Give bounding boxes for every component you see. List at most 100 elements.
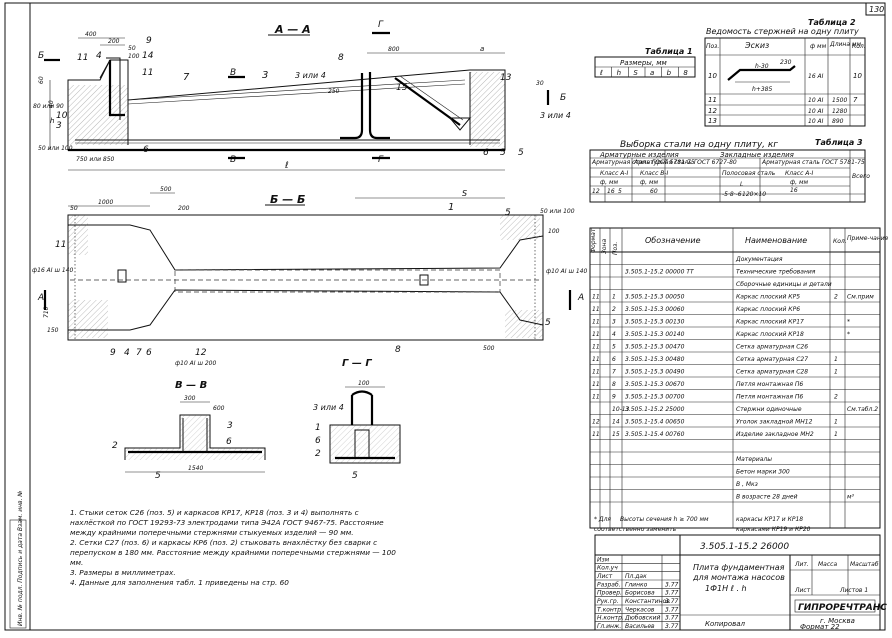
svg-text:Высоты сечения h ≥ 700 мм: Высоты сечения h ≥ 700 мм	[620, 516, 709, 523]
svg-text:*: *	[847, 319, 850, 326]
svg-text:5: 5	[612, 344, 616, 351]
svg-text:ф, мм: ф, мм	[640, 179, 658, 186]
svg-text:500: 500	[483, 345, 495, 352]
svg-text:Арматурная сталь ГОСТ 6727-80: Арматурная сталь ГОСТ 6727-80	[633, 159, 737, 166]
svg-text:Константинов: Константинов	[625, 598, 670, 605]
svg-text:3.77: 3.77	[665, 606, 679, 613]
svg-text:3.505.1-15.3 00050: 3.505.1-15.3 00050	[625, 294, 685, 301]
svg-text:10: 10	[708, 72, 717, 80]
svg-text:3.505.1-15.3 00700: 3.505.1-15.3 00700	[625, 394, 685, 401]
svg-text:Изделие закладное МН2: Изделие закладное МН2	[736, 431, 814, 438]
svg-text:3.505.1-15.3 00480: 3.505.1-15.3 00480	[625, 356, 685, 363]
section-aa: А — А 400 200 50 100 800 a	[33, 20, 571, 171]
svg-text:В возрасте 28 дней: В возрасте 28 дней	[736, 494, 798, 501]
svg-text:10: 10	[853, 72, 862, 80]
svg-text:г. Москва: г. Москва	[820, 617, 855, 625]
svg-text:3 или 4: 3 или 4	[540, 111, 571, 120]
stamp-row: Изм	[597, 556, 610, 563]
svg-text:40: 40	[48, 100, 55, 108]
svg-text:3.505.1-15.2 25000: 3.505.1-15.2 25000	[625, 406, 685, 413]
svg-text:См.табл.2: См.табл.2	[847, 406, 878, 413]
svg-text:5: 5	[155, 471, 161, 481]
table-3: Таблица 3 Выборка стали на одну плиту, к…	[589, 137, 870, 203]
note-4: 4. Данные для заполнения табл. 1 приведе…	[70, 578, 289, 587]
svg-text:ф10 AI ш 200: ф10 AI ш 200	[175, 360, 216, 367]
svg-text:Лист: Лист	[794, 587, 811, 594]
svg-text:8: 8	[395, 345, 401, 355]
svg-text:7: 7	[183, 72, 190, 83]
svg-text:11: 11	[55, 240, 66, 250]
svg-text:3.505.1-15.3 00490: 3.505.1-15.3 00490	[625, 369, 685, 376]
svg-text:230: 230	[780, 59, 792, 66]
svg-text:*: *	[847, 331, 850, 338]
svg-text:Петля монтажная П6: Петля монтажная П6	[736, 381, 803, 388]
svg-text:Всего: Всего	[852, 173, 870, 180]
svg-text:ГИПРОРЕЧТРАНС: ГИПРОРЕЧТРАНС	[798, 603, 887, 613]
svg-text:Зона: Зона	[601, 239, 608, 254]
svg-text:11: 11	[592, 294, 600, 301]
svg-text:300: 300	[184, 395, 196, 402]
section-aa-title: А — А	[274, 23, 311, 36]
svg-text:Г: Г	[378, 20, 384, 30]
svg-text:1: 1	[612, 294, 616, 301]
svg-text:Разраб.: Разраб.	[597, 581, 621, 588]
svg-text:1500: 1500	[832, 97, 847, 104]
svg-text:Уголок закладной МН12: Уголок закладной МН12	[736, 419, 813, 426]
svg-text:Ведомость стержней на одну пли: Ведомость стержней на одну плиту	[706, 27, 859, 36]
svg-text:5: 5	[545, 318, 551, 328]
svg-text:11: 11	[592, 331, 600, 338]
spec-row: В , Мкз	[736, 481, 758, 488]
svg-text:60: 60	[650, 188, 658, 195]
svg-text:710: 710	[43, 306, 50, 318]
note-3: 3. Размеры в миллиметрах.	[70, 568, 176, 577]
svg-text:Кол.уч: Кол.уч	[597, 565, 618, 572]
svg-text:750 или 850: 750 или 850	[76, 156, 115, 163]
svg-text:1: 1	[834, 431, 838, 438]
svg-text:2: 2	[834, 394, 838, 401]
svg-text:В , Мкз: В , Мкз	[736, 481, 758, 488]
footnote: * Для Высоты сечения h ≥ 700 мм каркасы …	[594, 516, 811, 533]
svg-text:Технические требования: Технические требования	[736, 269, 816, 276]
svg-text:Пл.дак: Пл.дак	[625, 573, 647, 580]
svg-text:Таблица 2: Таблица 2	[808, 17, 856, 27]
svg-text:12: 12	[592, 419, 600, 426]
svg-text:7: 7	[612, 369, 616, 376]
svg-text:16: 16	[607, 188, 615, 195]
svg-text:2: 2	[315, 449, 321, 459]
svg-text:6: 6	[226, 437, 232, 447]
side-stamp-box	[9, 519, 27, 629]
svg-text:4: 4	[96, 51, 102, 61]
svg-text:-5·8·-6: -5·8·-6	[722, 191, 742, 198]
svg-text:Сетка арматурная С27: Сетка арматурная С27	[736, 356, 808, 363]
svg-text:Длина мм: Длина мм	[829, 41, 861, 48]
svg-text:Рук.гр.: Рук.гр.	[597, 598, 619, 605]
svg-text:890: 890	[832, 118, 844, 125]
svg-text:100: 100	[128, 53, 140, 60]
svg-text:100: 100	[548, 228, 560, 235]
table1-col: a	[650, 69, 654, 77]
table1-col: 8	[683, 69, 688, 77]
note-1: 1. Стыки сеток С26 (поз. 5) и каркасов К…	[70, 508, 384, 537]
table-2: Таблица 2 Ведомость стержней на одну пли…	[704, 17, 866, 127]
svg-text:1: 1	[834, 356, 838, 363]
svg-text:Кол.: Кол.	[833, 238, 847, 245]
svg-text:3.505.1-15.4 00650: 3.505.1-15.4 00650	[625, 419, 685, 426]
svg-text:5: 5	[505, 208, 511, 218]
svg-text:Глинко: Глинко	[625, 581, 648, 588]
section-bb: Б — Б 1000 500 200 S 50 500 ф10 AI ш 200…	[32, 186, 587, 367]
svg-text:каркасы КР17 и КР18: каркасы КР17 и КР18	[736, 516, 803, 523]
svg-text:ф, мм: ф, мм	[600, 179, 618, 186]
svg-text:10 AI: 10 AI	[808, 118, 824, 125]
svg-text:5: 5	[352, 471, 358, 481]
svg-text:3.505.1-15.4 00760: 3.505.1-15.4 00760	[625, 431, 685, 438]
svg-text:См.прим: См.прим	[847, 294, 874, 301]
svg-text:2: 2	[834, 294, 838, 301]
